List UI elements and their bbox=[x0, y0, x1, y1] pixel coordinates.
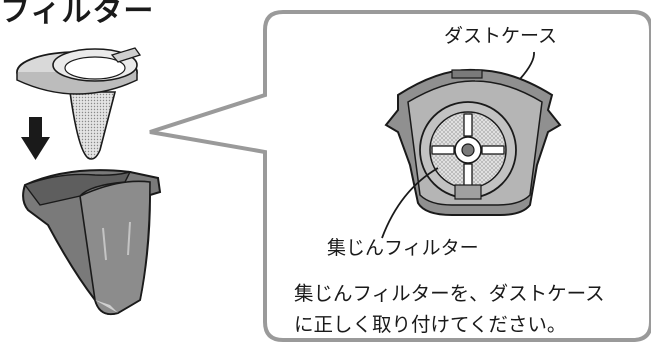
filter-cone-illustration bbox=[16, 47, 142, 160]
down-arrow-icon bbox=[21, 117, 50, 160]
instruction-note: 集じんフィルターを、ダストケース に正しく取り付けてください。 bbox=[294, 278, 644, 340]
instruction-line-2: に正しく取り付けてください。 bbox=[294, 313, 567, 336]
instruction-line-1: 集じんフィルターを、ダストケース bbox=[294, 282, 605, 305]
dust-case-label: ダストケース bbox=[444, 25, 558, 47]
dust-case-front-illustration bbox=[384, 68, 562, 216]
filter-label: 集じんフィルター bbox=[327, 237, 479, 259]
dust-case-side-illustration bbox=[22, 169, 162, 316]
section-heading: フィルター bbox=[0, 0, 155, 29]
filter-leader-line bbox=[381, 167, 439, 239]
case-leader-line bbox=[519, 51, 535, 80]
